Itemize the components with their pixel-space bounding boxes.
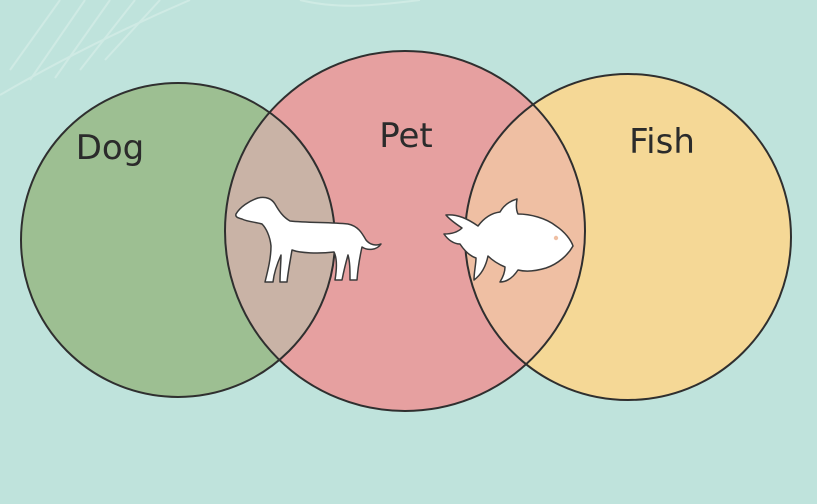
goldfish-icon	[443, 198, 574, 283]
background-pattern	[0, 0, 421, 96]
dog-label: Dog	[76, 128, 145, 168]
goldfish-eye	[553, 235, 559, 241]
fish-label: Fish	[629, 122, 695, 162]
pet-circle-outline	[224, 50, 586, 412]
pet-label: Pet	[379, 116, 433, 156]
dog-icon	[235, 196, 382, 283]
